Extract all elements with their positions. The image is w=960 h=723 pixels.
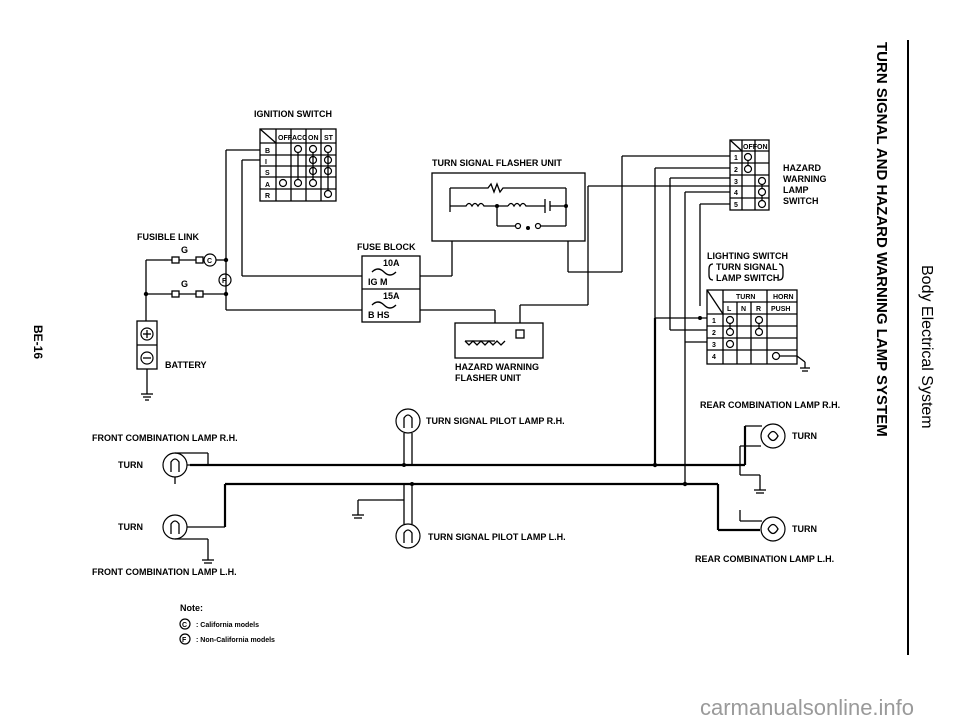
front-lamp-rh [162,452,188,478]
front-rh-label: FRONT COMBINATION LAMP R.H. [92,433,238,443]
rear-lh-label: REAR COMBINATION LAMP L.H. [695,554,834,564]
light-row-3: 3 [712,342,716,349]
ign-row-a: A [265,182,270,189]
lighting-brace-left [708,263,714,281]
ignition-switch-label: IGNITION SWITCH [254,109,332,119]
mark-f-symbol: F [218,273,232,287]
page-title: TURN SIGNAL AND HAZARD WARNING LAMP SYST… [873,42,890,437]
fusible-link-label: FUSIBLE LINK [137,232,199,242]
light-row-4: 4 [712,354,716,361]
hazard-warning-flasher-unit [454,304,588,359]
front-rh-turn-label: TURN [118,460,143,470]
ign-row-r: R [265,193,270,200]
fusible-g1-label: G [181,245,188,255]
haz-row-1: 1 [734,155,738,162]
watermark: carmanualsonline.info [700,695,914,720]
rear-rh-turn-label: TURN [792,431,817,441]
fuse-15a-label: 15A [383,291,400,301]
light-row-1: 1 [712,318,716,325]
pilot-lamp-lh [395,523,421,549]
flasher-unit-label: TURN SIGNAL FLASHER UNIT [432,158,562,168]
hazard-switch-label-2: WARNING [783,174,827,184]
haz-row-2: 2 [734,167,738,174]
pilot-rh-label: TURN SIGNAL PILOT LAMP R.H. [426,416,565,426]
mark-c-symbol: C [203,253,217,267]
light-header-push: PUSH [771,306,790,313]
hazard-flasher-label-1: HAZARD WARNING [455,362,539,372]
ign-header-on: ON [308,135,319,142]
lighting-brace-right [778,263,784,281]
rear-lh-turn-label: TURN [792,524,817,534]
hazard-switch-label-3: LAMP [783,185,809,195]
fuse-15a-terminals: B HS [368,310,390,320]
note-f-mark: F [182,637,187,644]
turn-signal-flasher-unit [431,172,586,242]
ignition-switch-table: OFF ACC ON ST B I S A R [259,128,337,202]
rear-lamp-rh [760,423,786,449]
light-group-turn: TURN [736,294,755,301]
lighting-sub-label-2: LAMP SWITCH [716,273,779,283]
note-title: Note: [180,603,203,613]
light-row-2: 2 [712,330,716,337]
ign-row-s: S [265,170,270,177]
fuse-10a-label: 10A [383,258,400,268]
ign-row-b: B [265,148,270,155]
fusible-link [143,256,226,330]
haz-row-4: 4 [734,190,738,197]
lighting-switch-label: LIGHTING SWITCH [707,251,788,261]
hazard-switch-table: OFF ON 1 2 3 4 5 [729,139,770,211]
battery-label: BATTERY [165,360,207,370]
front-lh-turn-label: TURN [118,522,143,532]
fuse-block-label: FUSE BLOCK [357,242,416,252]
ign-header-acc: ACC [292,135,307,142]
front-lh-label: FRONT COMBINATION LAMP L.H. [92,567,237,577]
battery [136,320,158,401]
mark-f-text: F [222,278,227,285]
ign-header-st: ST [324,135,334,142]
hazard-switch-label-1: HAZARD [783,163,821,173]
fuse-10a-terminals: IG M [368,277,388,287]
lighting-switch-table: TURN HORN L N R PUSH 1 2 3 4 [706,289,810,372]
rear-rh-label: REAR COMBINATION LAMP R.H. [700,400,840,410]
hazard-switch-label-4: SWITCH [783,196,819,206]
lighting-sub-label-1: TURN SIGNAL [716,262,778,272]
light-header-n: N [741,306,746,313]
light-header-l: L [727,306,732,313]
side-header: Body Electrical System TURN SIGNAL AND H… [31,40,935,655]
note-item-c: C : California models [179,618,259,630]
hazard-flasher-label-2: FLASHER UNIT [455,373,521,383]
note-c-text: : California models [196,622,259,629]
front-lamp-lh [162,514,188,540]
light-header-r: R [756,306,761,313]
section-header: Body Electrical System [918,265,935,429]
ign-header-off: OFF [278,135,293,142]
haz-row-5: 5 [734,202,738,209]
note-item-f: F : Non-California models [179,633,275,645]
page-number: BE-16 [31,325,45,359]
rear-lamp-lh [760,516,786,542]
light-group-horn: HORN [773,294,794,301]
pilot-lamp-rh [395,408,421,434]
note-c-mark: C [182,622,187,629]
mark-c-text: C [207,258,212,265]
note-f-text: : Non-California models [196,637,275,644]
ign-row-i: I [265,159,267,166]
haz-header-off: OFF [743,144,758,151]
haz-header-on: ON [757,144,768,151]
haz-row-3: 3 [734,179,738,186]
fusible-g2-label: G [181,279,188,289]
pilot-lh-label: TURN SIGNAL PILOT LAMP L.H. [428,532,566,542]
fuse-block: 10A IG M 15A B HS [361,255,421,323]
